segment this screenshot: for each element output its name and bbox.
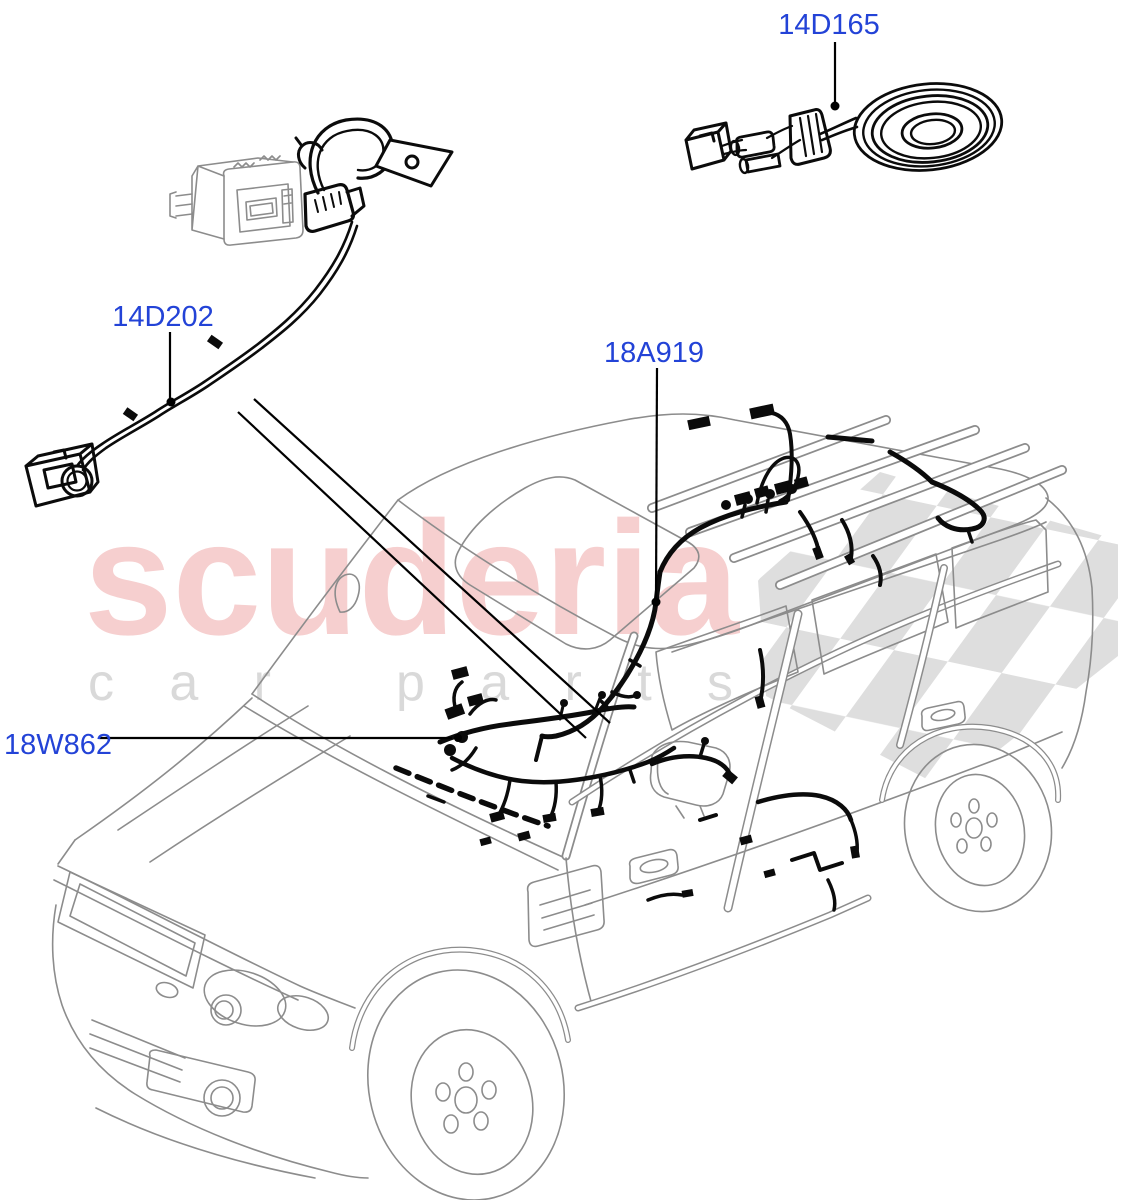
- sunroof-outline: [454, 476, 700, 650]
- front-door-handle: [628, 848, 679, 885]
- leader-18A919: [654, 367, 659, 599]
- rear-door-window: [811, 553, 949, 675]
- routing-line-1: [237, 411, 587, 739]
- front-door-window: [655, 605, 799, 731]
- plate-recess: [146, 1049, 256, 1113]
- headlamp: [203, 969, 330, 1032]
- part-14D202-drawing: [24, 117, 454, 508]
- fender-top-edge: [74, 697, 253, 841]
- rear-door-handle: [920, 700, 966, 732]
- cable-coil: [818, 82, 1004, 172]
- door-harness: [646, 737, 860, 912]
- front-bumper: [51, 904, 369, 1179]
- usb-socket-module: [169, 155, 304, 246]
- camera-connector-and-cable: [24, 117, 454, 508]
- sill-line: [574, 894, 872, 1012]
- hood-front-edge-2: [53, 879, 299, 1001]
- d-pillar: [1045, 497, 1094, 769]
- front-door-edge: [565, 857, 593, 1006]
- part-number-labels: 14D165 14D202 18A919 18W862: [4, 9, 880, 761]
- part-label-14D202[interactable]: 14D202: [112, 301, 214, 333]
- lower-body-line: [584, 731, 1063, 906]
- cable-connectors: [684, 108, 832, 175]
- part-label-18W862[interactable]: 18W862: [4, 729, 112, 761]
- windshield-left-edge: [251, 499, 399, 695]
- part-label-14D165[interactable]: 14D165: [778, 9, 880, 41]
- front-door-handle-grip: [639, 858, 669, 874]
- front-wheel: [349, 946, 571, 1200]
- quarter-window: [951, 519, 1049, 629]
- vehicle-line-art: [51, 413, 1094, 1200]
- checkered-flag-watermark: [758, 472, 1118, 790]
- front-corner: [57, 839, 76, 865]
- wiper-loop: [334, 573, 361, 613]
- routing-line-2: [253, 398, 611, 724]
- side-mirror: [649, 740, 731, 819]
- hood-crease-1: [117, 705, 309, 831]
- hood-rear-edge: [243, 705, 559, 871]
- part-14D165-drawing: [684, 82, 1004, 175]
- roof-outline: [397, 413, 1049, 650]
- fender-vent: [526, 864, 605, 948]
- windshield-base: [251, 693, 566, 859]
- cowl-harness-18W862: [393, 666, 677, 847]
- roof-gutter: [671, 521, 1047, 653]
- part-label-18A919[interactable]: 18A919: [604, 337, 704, 369]
- roof-harness-18A919: [657, 403, 987, 587]
- hood-crease-2: [149, 735, 351, 863]
- rear-door-handle-grip: [930, 708, 956, 722]
- leader-lines: [100, 42, 840, 742]
- rear-wheel: [879, 723, 1062, 913]
- grille: [57, 871, 206, 999]
- fog-lamp: [203, 1079, 241, 1117]
